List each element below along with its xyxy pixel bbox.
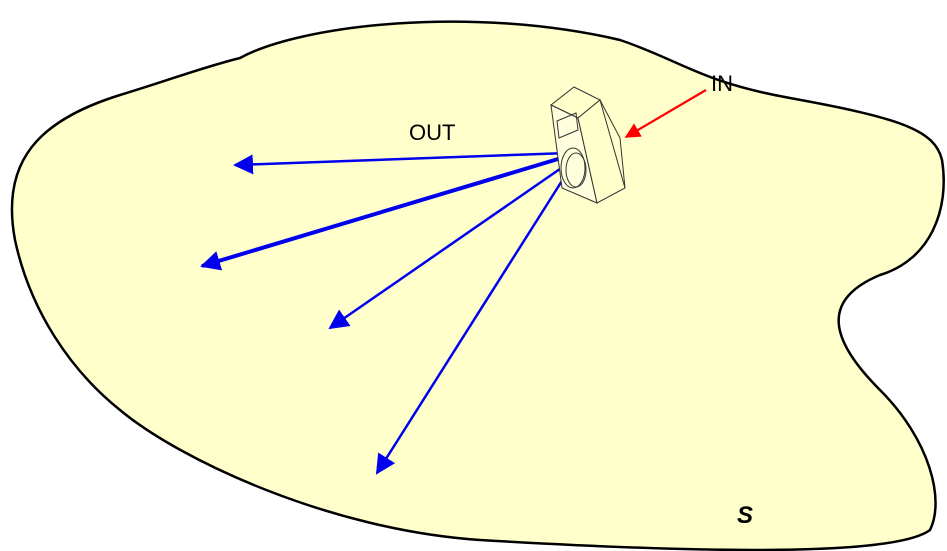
region-label: S — [737, 502, 753, 529]
output-arrow-1 — [233, 151, 569, 175]
in-label: IN — [711, 71, 733, 96]
input-arrow — [624, 89, 707, 138]
out-label: OUT — [409, 120, 455, 145]
output-arrows — [200, 151, 574, 475]
output-arrow-4 — [375, 164, 574, 475]
output-arrow-2 — [200, 154, 569, 271]
loudspeaker-icon — [550, 86, 626, 204]
output-arrow-3 — [328, 160, 571, 330]
region-s-shape — [10, 20, 945, 551]
